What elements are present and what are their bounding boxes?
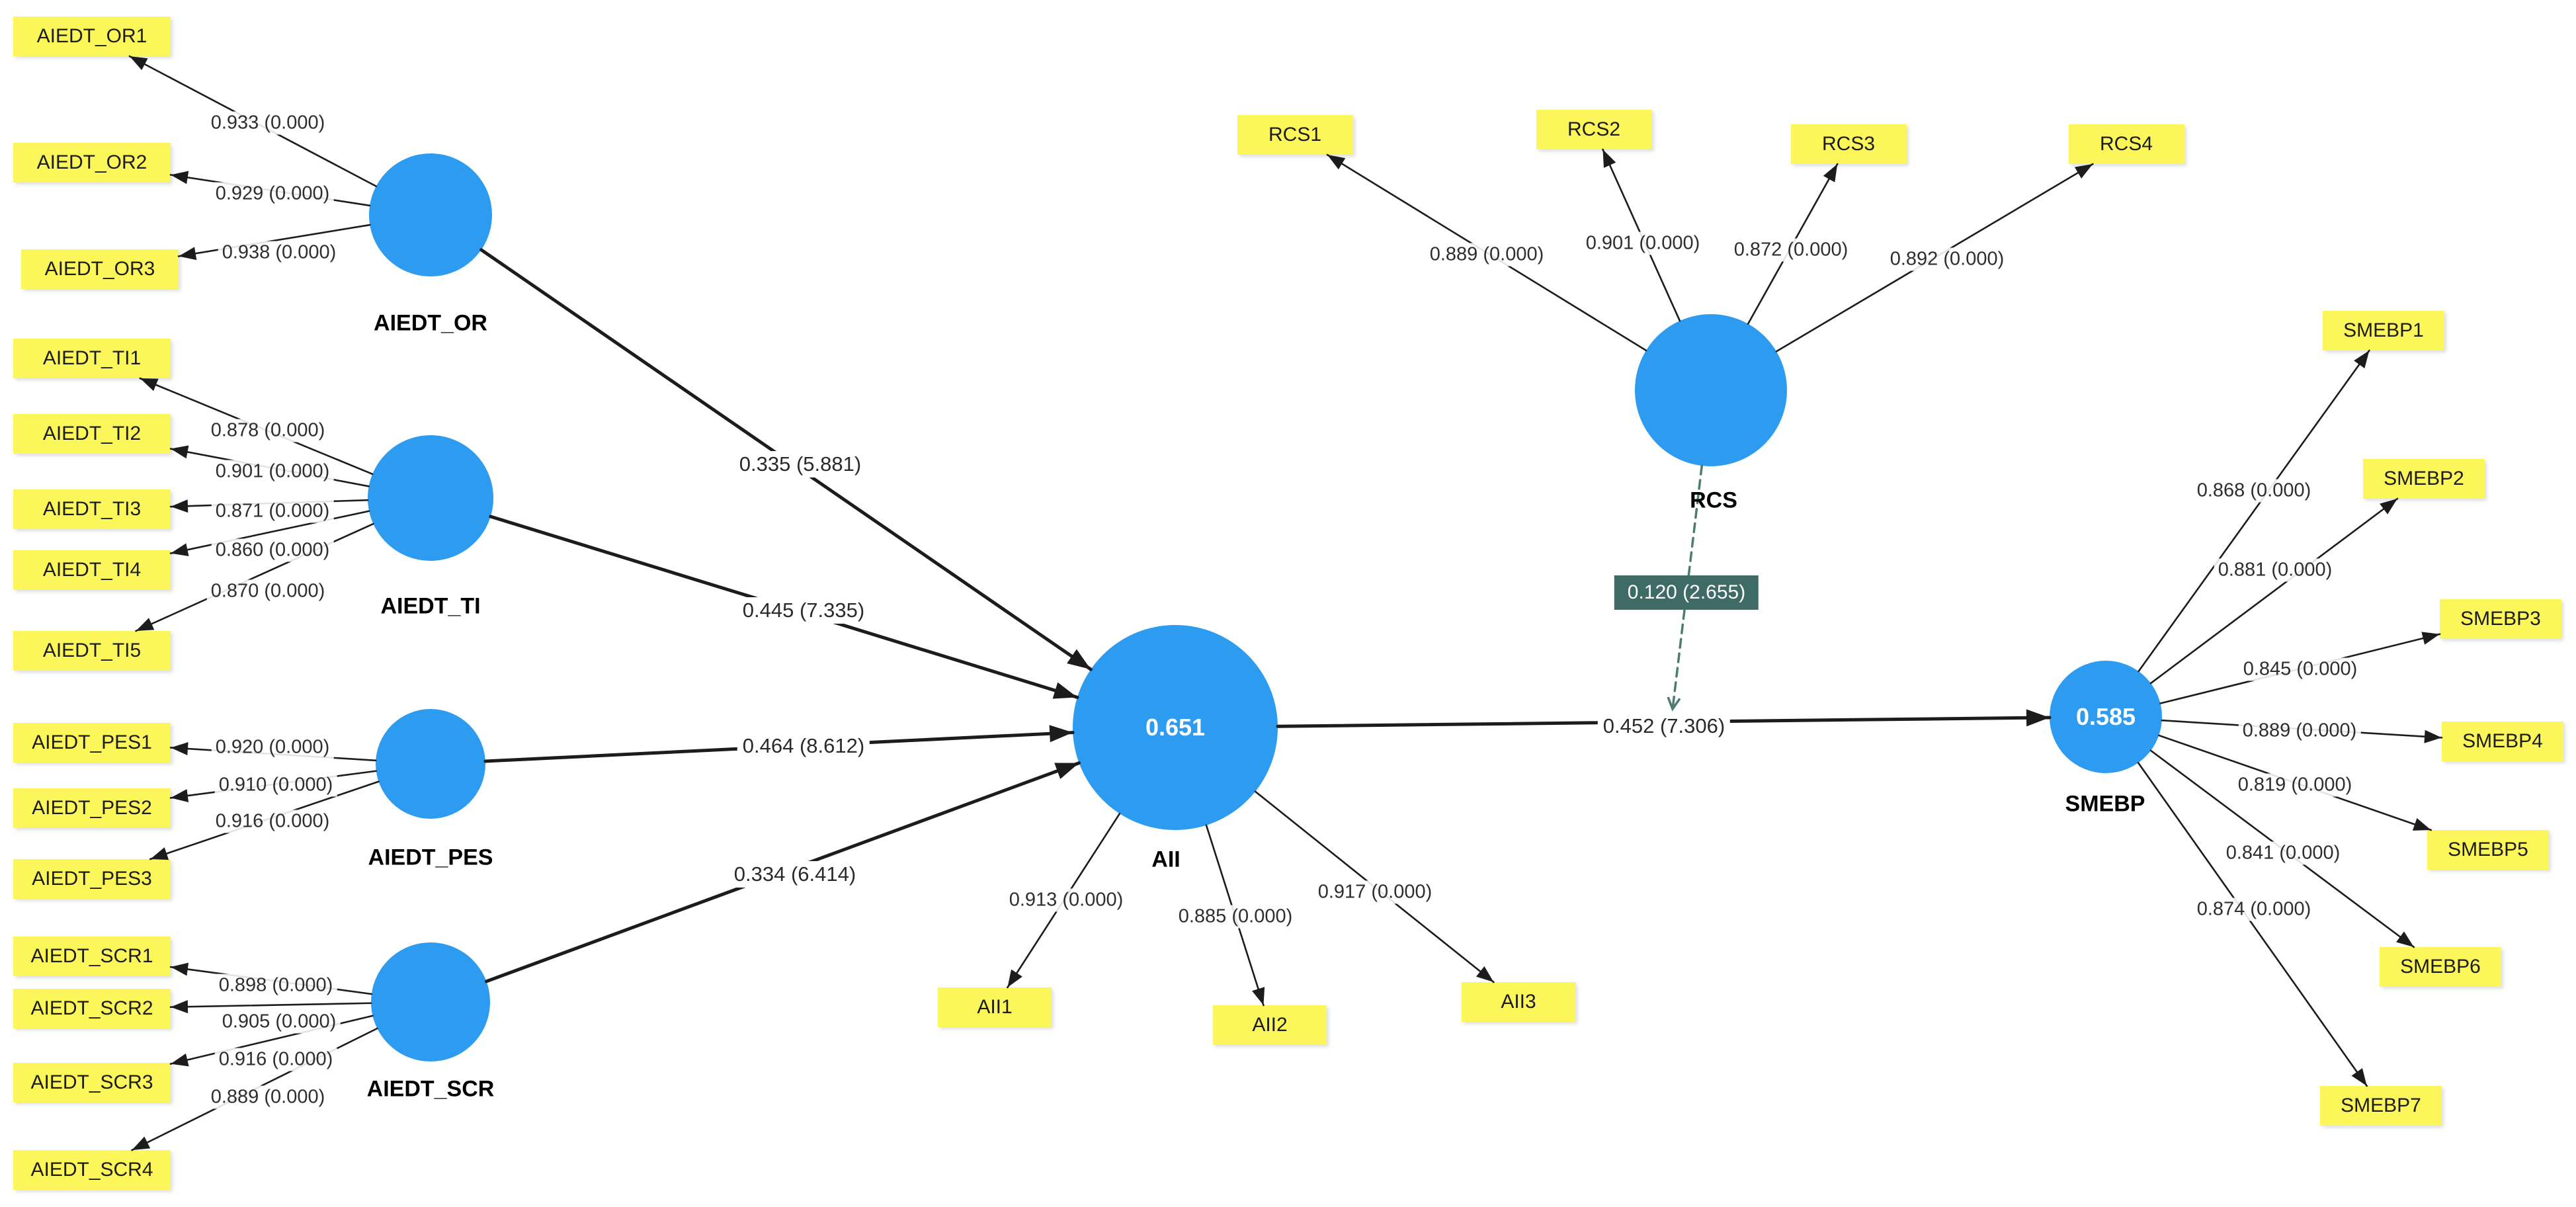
indicator-smebp6[interactable]: SMEBP6: [2380, 947, 2501, 987]
indicator-smebp3[interactable]: SMEBP3: [2440, 599, 2561, 639]
construct-aiedt_pes[interactable]: [376, 709, 485, 819]
indicator-aiedt_or2[interactable]: AIEDT_OR2: [13, 143, 171, 183]
indicator-aiedt_ti1[interactable]: AIEDT_TI1: [13, 339, 171, 378]
construct-aiedt_ti[interactable]: [368, 435, 493, 561]
indicator-aiedt_or1[interactable]: AIEDT_OR1: [13, 17, 171, 56]
indicator-aiedt_pes1[interactable]: AIEDT_PES1: [13, 723, 171, 763]
indicator-aiedt_pes2[interactable]: AIEDT_PES2: [13, 788, 171, 828]
indicator-aiedt_ti5[interactable]: AIEDT_TI5: [13, 631, 171, 671]
indicator-smebp4[interactable]: SMEBP4: [2442, 722, 2563, 761]
construct-aiedt_or[interactable]: [369, 153, 492, 276]
indicator-aiedt_scr3[interactable]: AIEDT_SCR3: [13, 1063, 171, 1103]
indicator-aii3[interactable]: AII3: [1462, 982, 1575, 1022]
indicator-aii1[interactable]: AII1: [938, 987, 1052, 1027]
indicator-aii2[interactable]: AII2: [1213, 1005, 1327, 1045]
indicator-aiedt_pes3[interactable]: AIEDT_PES3: [13, 859, 171, 899]
indicator-smebp5[interactable]: SMEBP5: [2427, 830, 2549, 870]
indicator-rcs2[interactable]: RCS2: [1536, 110, 1652, 149]
indicator-aiedt_scr1[interactable]: AIEDT_SCR1: [13, 936, 171, 976]
indicator-rcs4[interactable]: RCS4: [2068, 124, 2184, 164]
construct-aii[interactable]: 0.651: [1073, 625, 1278, 830]
indicator-aiedt_ti4[interactable]: AIEDT_TI4: [13, 550, 171, 590]
construct-aiedt_scr[interactable]: [371, 942, 490, 1061]
indicator-aiedt_scr4[interactable]: AIEDT_SCR4: [13, 1150, 171, 1190]
indicator-aiedt_scr2[interactable]: AIEDT_SCR2: [13, 989, 171, 1028]
construct-rcs[interactable]: [1635, 314, 1787, 466]
indicator-smebp1[interactable]: SMEBP1: [2323, 311, 2444, 351]
indicator-aiedt_ti2[interactable]: AIEDT_TI2: [13, 414, 171, 454]
indicator-aiedt_ti3[interactable]: AIEDT_TI3: [13, 489, 171, 529]
construct-smebp[interactable]: 0.585: [2050, 661, 2162, 773]
r2-value: 0.651: [1145, 714, 1206, 741]
indicator-smebp7[interactable]: SMEBP7: [2320, 1086, 2442, 1126]
indicator-rcs1[interactable]: RCS1: [1237, 115, 1353, 155]
r2-value: 0.585: [2075, 703, 2136, 730]
indicator-aiedt_or3[interactable]: AIEDT_OR3: [21, 249, 179, 289]
indicator-smebp2[interactable]: SMEBP2: [2363, 459, 2485, 499]
indicator-rcs3[interactable]: RCS3: [1790, 124, 1907, 164]
